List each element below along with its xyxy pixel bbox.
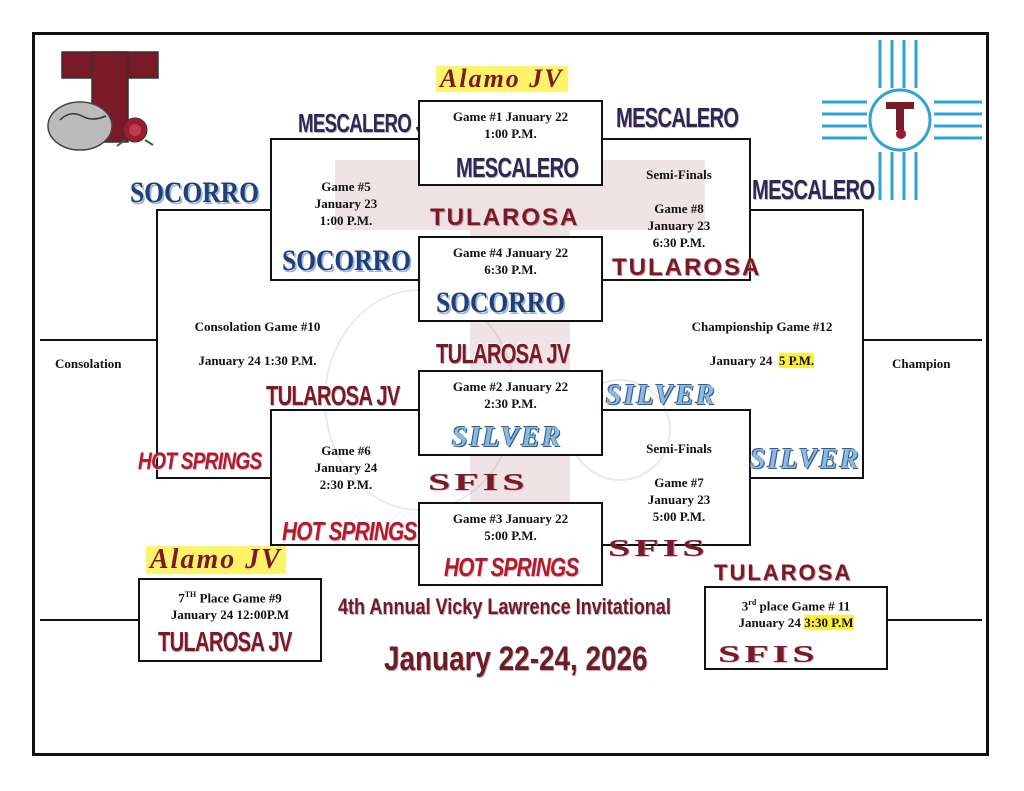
team-tularosa-jv-g6: TULAROSA JV	[266, 380, 400, 411]
game-10-info: Consolation Game #10 January 24 1:30 P.M…	[170, 318, 345, 369]
team-tularosa-jv-g2: TULAROSA JV	[436, 338, 570, 369]
game-6-line3: 2:30 P.M.	[319, 477, 373, 492]
game-4-line1: Game #4 January 22	[452, 245, 569, 260]
team-sfis-g11: SFIS	[718, 640, 819, 668]
team-sfis-g7: SFIS	[608, 534, 709, 562]
game-8-line3: 6:30 P.M.	[652, 235, 706, 250]
game-11-date: January 24	[738, 615, 805, 631]
team-silver-g7: SILVER	[606, 380, 717, 411]
game-3-box: Game #3 January 22 5:00 P.M. HOT SPRINGS	[418, 502, 603, 586]
zia-logo	[822, 40, 982, 200]
team-alamo-jv-left: Alamo JV	[146, 546, 286, 574]
game-7-line3: 5:00 P.M.	[652, 509, 706, 524]
line-g12	[750, 209, 864, 479]
game-9-box: 7TH Place Game #9 January 24 12:00P.M TU…	[138, 578, 322, 662]
team-alamo-jv-top: Alamo JV	[436, 66, 568, 92]
game-3-line1: Game #3 January 22	[452, 511, 569, 526]
game-4-box: Game #4 January 22 6:30 P.M. SOCORRO	[418, 236, 603, 322]
game-11-pre: 3	[741, 598, 749, 614]
rose-icon	[116, 117, 154, 147]
game-1-line2: 1:00 P.M.	[484, 126, 537, 141]
game-1-box: Game #1 January 22 1:00 P.M. MESCALERO	[418, 100, 603, 186]
game-10-line2: January 24 1:30 P.M.	[198, 353, 317, 368]
game-6-line1: Game #6	[321, 443, 371, 458]
line-g10	[156, 209, 271, 479]
game-9-pre: 7	[178, 590, 185, 606]
team-tularosa-jv-g9: TULAROSA JV	[158, 626, 292, 657]
game-5-line1: Game #5	[321, 179, 371, 194]
game-7-info: Semi-Finals Game #7 January 23 5:00 P.M.	[620, 440, 738, 525]
game-4-line2: 6:30 P.M.	[484, 262, 537, 277]
team-silver-g12: SILVER	[750, 444, 861, 475]
tournament-dates: January 22-24, 2026	[384, 640, 648, 678]
bracket-frame	[32, 32, 989, 756]
team-hot-springs-g6: HOT SPRINGS	[282, 516, 417, 546]
game-11-time: 3:30 P.M	[804, 615, 854, 631]
team-tularosa-g11: TULAROSA	[714, 560, 853, 585]
team-silver-g2-winner: SILVER	[452, 422, 563, 453]
team-mescalero-g1-winner: MESCALERO	[456, 152, 579, 183]
game-7-line2: January 23	[647, 492, 711, 507]
game-1-line1: Game #1 January 22	[452, 109, 569, 124]
game-2-line2: 2:30 P.M.	[484, 396, 537, 411]
game-2-line1: Game #2 January 22	[452, 379, 569, 394]
team-tularosa-g4-top: TULAROSA	[430, 204, 580, 231]
game-10-line1: Consolation Game #10	[194, 319, 321, 334]
team-mescalero-jv: MESCALERO JV	[298, 108, 438, 138]
game-7-line0: Semi-Finals	[646, 441, 712, 456]
zia-rose-icon	[896, 129, 906, 139]
game-3-line2: 5:00 P.M.	[484, 528, 537, 543]
game-12-info: Championship Game #12 January 24 5 P.M.	[672, 318, 852, 369]
game-5-info: Game #5 January 23 1:00 P.M.	[290, 178, 402, 229]
team-socorro-g4-winner: SOCORRO	[436, 286, 565, 319]
game-12-line1: Championship Game #12	[691, 319, 833, 334]
game-8-line1: Game #8	[654, 201, 704, 216]
game-9-sup: TH	[184, 590, 197, 599]
team-mescalero-g1-right: MESCALERO	[616, 102, 739, 133]
team-hot-springs-g10: HOT SPRINGS	[138, 448, 262, 475]
team-tularosa-g8: TULAROSA	[612, 254, 762, 281]
game-6-info: Game #6 January 24 2:30 P.M.	[290, 442, 402, 493]
tularosa-logo	[40, 48, 170, 158]
game-11-sup: rd	[748, 598, 757, 607]
game-12-date: January 24	[709, 353, 779, 368]
game-7-line1: Game #7	[654, 475, 704, 490]
game-8-line2: January 23	[647, 218, 711, 233]
game-2-box: Game #2 January 22 2:30 P.M. SILVER	[418, 370, 603, 456]
champion-label: Champion	[892, 356, 951, 371]
game-6-line2: January 24	[314, 460, 378, 475]
game-9-post: Place Game #9	[196, 590, 282, 606]
game-5-line3: 1:00 P.M.	[319, 213, 373, 228]
game-5-line2: January 23	[314, 196, 378, 211]
team-hot-springs-g3: HOT SPRINGS	[444, 552, 579, 582]
game-11-box: 3rd place Game # 11 January 24 3:30 P.M …	[704, 586, 888, 670]
game-8-line0: Semi-Finals	[646, 167, 712, 182]
consolation-label: Consolation	[55, 356, 122, 371]
team-mescalero-g8-winner: MESCALERO	[752, 174, 875, 205]
team-socorro-g5-bottom: SOCORRO	[282, 244, 411, 277]
team-socorro-g5-left: SOCORRO	[130, 176, 259, 209]
game-9-line2: January 24 12:00P.M	[170, 607, 290, 623]
team-sfis-g2: SFIS	[428, 468, 529, 496]
game-8-info: Semi-Finals Game #8 January 23 6:30 P.M.	[620, 166, 738, 251]
game-12-time: 5 P.M.	[778, 353, 815, 368]
tournament-title: 4th Annual Vicky Lawrence Invitational	[338, 594, 671, 619]
game-11-post: place Game # 11	[756, 598, 851, 614]
